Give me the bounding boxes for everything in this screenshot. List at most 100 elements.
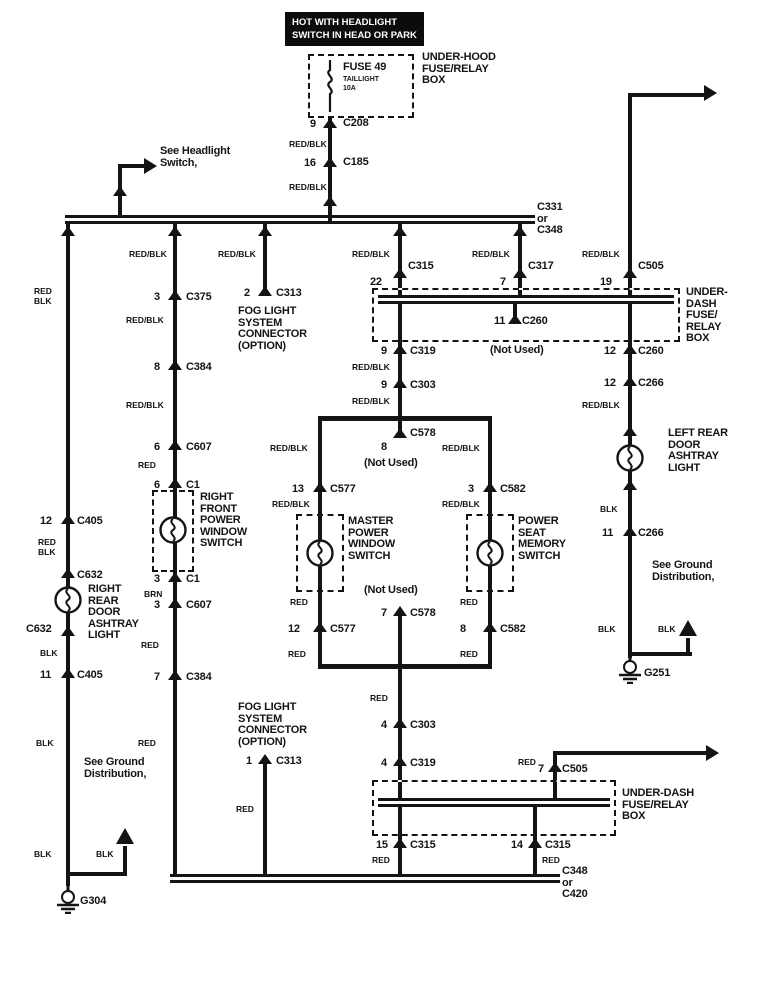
fuse-amp: 10A [343,85,356,92]
wire-color-label: RED/BLK [129,249,167,259]
connector-c303-icon [393,718,407,728]
c577-label: C577 [330,483,356,495]
fog-light-connector-label: FOG LIGHT SYSTEM CONNECTOR (OPTION) [238,701,307,748]
wire-box1-stub [513,303,517,321]
fog-light-connector-label: FOG LIGHT SYSTEM CONNECTOR (OPTION) [238,305,307,352]
lamp-icon [159,516,187,544]
connector-c208-icon [323,118,337,128]
c313-pin: 2 [244,287,250,299]
c578-label: C578 [410,427,436,439]
connector-c578-icon [393,606,407,616]
connector-c607-icon [168,598,182,608]
connector-c405-icon [61,514,75,524]
c505-pin: 7 [538,763,544,775]
c405-label: C405 [77,669,103,681]
c317-pin: 7 [500,276,506,288]
connector-c505-icon [548,762,562,772]
c505-label: C505 [562,763,588,775]
c384-label: C384 [186,671,212,683]
c582-label: C582 [500,483,526,495]
connector-c315-icon [393,268,407,278]
wire-box2-stub [398,805,402,836]
wire-t-junction [318,416,492,421]
seat-memory-switch-box [466,514,514,592]
connector-c375-icon [168,290,182,300]
c577-label: C577 [330,623,356,635]
c313-label: C313 [276,755,302,767]
connector-c622-icon [623,426,637,436]
wire-col1 [66,224,70,886]
c315-pin: 15 [376,839,388,851]
wire-color-label: BLK [96,849,114,859]
underdash-fuse-box-2 [372,780,616,836]
c405-label: C405 [77,515,103,527]
wire-color-label: RED [141,640,159,650]
wire-c505-feed [553,751,710,755]
c578-pin: 8 [381,441,387,453]
bus-top [65,215,535,224]
wire-color-label: RED/BLK [582,249,620,259]
wire-box2-exit [533,836,537,874]
connector-c505-icon [623,268,637,278]
connector-c622-icon [623,480,637,490]
g304-label: G304 [80,895,107,907]
c578-pin: 7 [381,607,387,619]
wire-ground-branch [628,652,692,656]
ground-distribution-arrow-icon [116,828,134,844]
wire-color-label: RED BLK [34,286,52,306]
wire-color-label: RED [460,597,478,607]
c303-label: C303 [410,379,436,391]
wire-col3-top [263,224,267,296]
rr-ashtray-label: RIGHT REAR DOOR ASHTRAY LIGHT [88,583,139,641]
c313-pin: 1 [246,755,252,767]
connector-c266-icon [623,526,637,536]
wire-color-label: RED/BLK [582,400,620,410]
c260-pin: 12 [604,345,616,357]
c303-pin: 4 [381,719,387,731]
wire-color-label: RED/BLK [126,315,164,325]
c260-label: C260 [522,315,548,327]
bus-bottom-label: C348 or C420 [562,865,588,900]
c384-pin: 7 [154,671,160,683]
wire-color-label: RED/BLK [352,249,390,259]
wire-ground-branch [686,638,690,656]
c185-pin: 16 [304,157,316,169]
wire-box1-stub [518,290,522,298]
c505-pin: 19 [600,276,612,288]
wire-color-label: RED [518,757,536,767]
connector-c577-icon [313,622,327,632]
c303-pin: 9 [381,379,387,391]
wire-box2-stub [553,782,557,800]
underhood-fuse-box [308,54,414,118]
bus-bottom [170,874,560,883]
fuse-name: FUSE 49 [343,61,387,73]
c582-pin: 8 [460,623,466,635]
wire-box2-stub [533,805,537,836]
lamp-icon [306,539,334,567]
c582-pin: 3 [468,483,474,495]
wire-color-label: RED/BLK [442,499,480,509]
wire-box2-stub [398,782,402,800]
ground-icon [57,884,79,914]
not-used-note: (Not Used) [364,584,418,596]
connector-icon [113,186,127,196]
connector-c582-icon [483,482,497,492]
wire-c578-stub [398,615,402,668]
not-used-note: (Not Used) [364,457,418,469]
wire-color-label: BLK [658,624,676,634]
wire-color-label: RED/BLK [270,443,308,453]
wire-join-junction [318,664,492,669]
see-headlight-note: See Headlight Switch, [160,145,231,169]
wire-color-label: RED/BLK [289,139,327,149]
c208-pin: 9 [310,118,316,130]
bus-top-label: C331 or C348 [537,201,563,236]
wire-color-label: RED/BLK [272,499,310,509]
c577-pin: 13 [292,483,304,495]
box1-internal-bus [378,295,674,304]
c577-pin: 12 [288,623,300,635]
connector-c303-icon [393,378,407,388]
c315-pin: 14 [511,839,523,851]
c1-label: C1 [186,479,200,491]
ground-distribution-arrow-icon [679,620,697,636]
